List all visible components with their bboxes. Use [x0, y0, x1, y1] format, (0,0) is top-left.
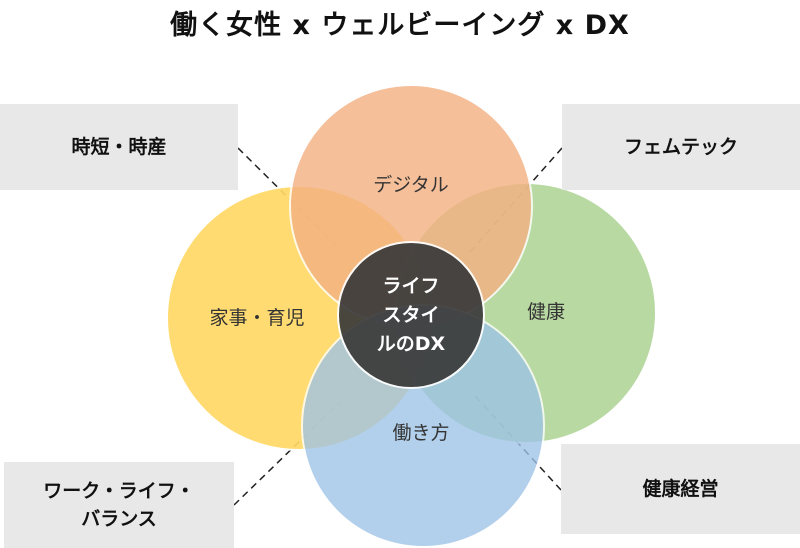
center-label-line-2: スタイ	[382, 304, 439, 326]
center-label-line-3: ルのDX	[377, 333, 446, 355]
corner-box-time-saving: 時短・時産	[0, 104, 238, 190]
corner-box-femtech: フェムテック	[562, 104, 800, 190]
label-digital: デジタル	[373, 174, 449, 196]
corner-box-health-management: 健康経営	[561, 444, 800, 534]
label-workstyle: 働き方	[392, 422, 449, 444]
label-household: 家事・育児	[209, 307, 304, 329]
page-title: 働く女性 x ウェルビーイング x DX	[170, 10, 630, 41]
center-label-line-1: ライフ	[382, 275, 439, 297]
label-health: 健康	[527, 301, 565, 323]
center-lifestyle-dx-circle	[337, 241, 485, 389]
corner-box-work-life-balance: ワーク・ライフ・ バランス	[4, 462, 234, 548]
